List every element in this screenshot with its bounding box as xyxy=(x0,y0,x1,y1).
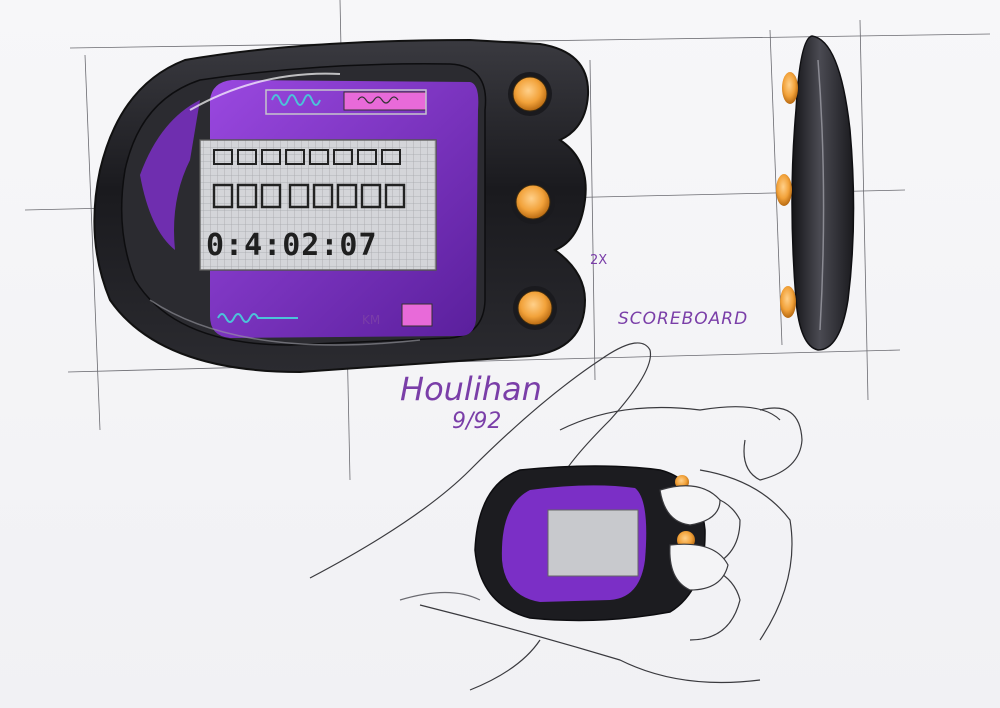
side-button-1[interactable] xyxy=(782,72,798,104)
scribble-top xyxy=(271,94,321,106)
lcd-time-readout: 0:4:02:07 xyxy=(206,228,378,263)
hand-device xyxy=(474,465,706,622)
product-name: SCOREBOARD xyxy=(618,309,748,329)
scribble-bottom xyxy=(217,313,298,323)
scribble-pink xyxy=(357,96,399,104)
lcd-screen xyxy=(199,139,437,271)
top-pink-bar xyxy=(343,91,427,111)
side-button-2[interactable] xyxy=(776,174,792,206)
bottom-pink-bar xyxy=(401,303,433,327)
signature: Houlihan xyxy=(400,370,542,408)
unit-label: KM xyxy=(362,313,380,327)
top-grey-bar xyxy=(265,89,427,115)
orange-button-3[interactable] xyxy=(513,286,557,330)
lcd-segments-row1 xyxy=(213,149,401,165)
scale-note: 2X xyxy=(590,253,607,268)
purple-swoosh xyxy=(140,100,200,250)
side-button-3[interactable] xyxy=(780,286,796,318)
glare xyxy=(189,72,341,111)
date-note: 9/92 xyxy=(452,409,501,434)
orange-button-1[interactable] xyxy=(508,72,552,116)
lcd-segments-row2 xyxy=(212,183,406,209)
front-view: 0:4:02:07 KM xyxy=(93,38,590,374)
side-view xyxy=(776,35,855,351)
hand-thumb-overlay xyxy=(659,485,729,591)
orange-button-2[interactable] xyxy=(511,180,555,224)
